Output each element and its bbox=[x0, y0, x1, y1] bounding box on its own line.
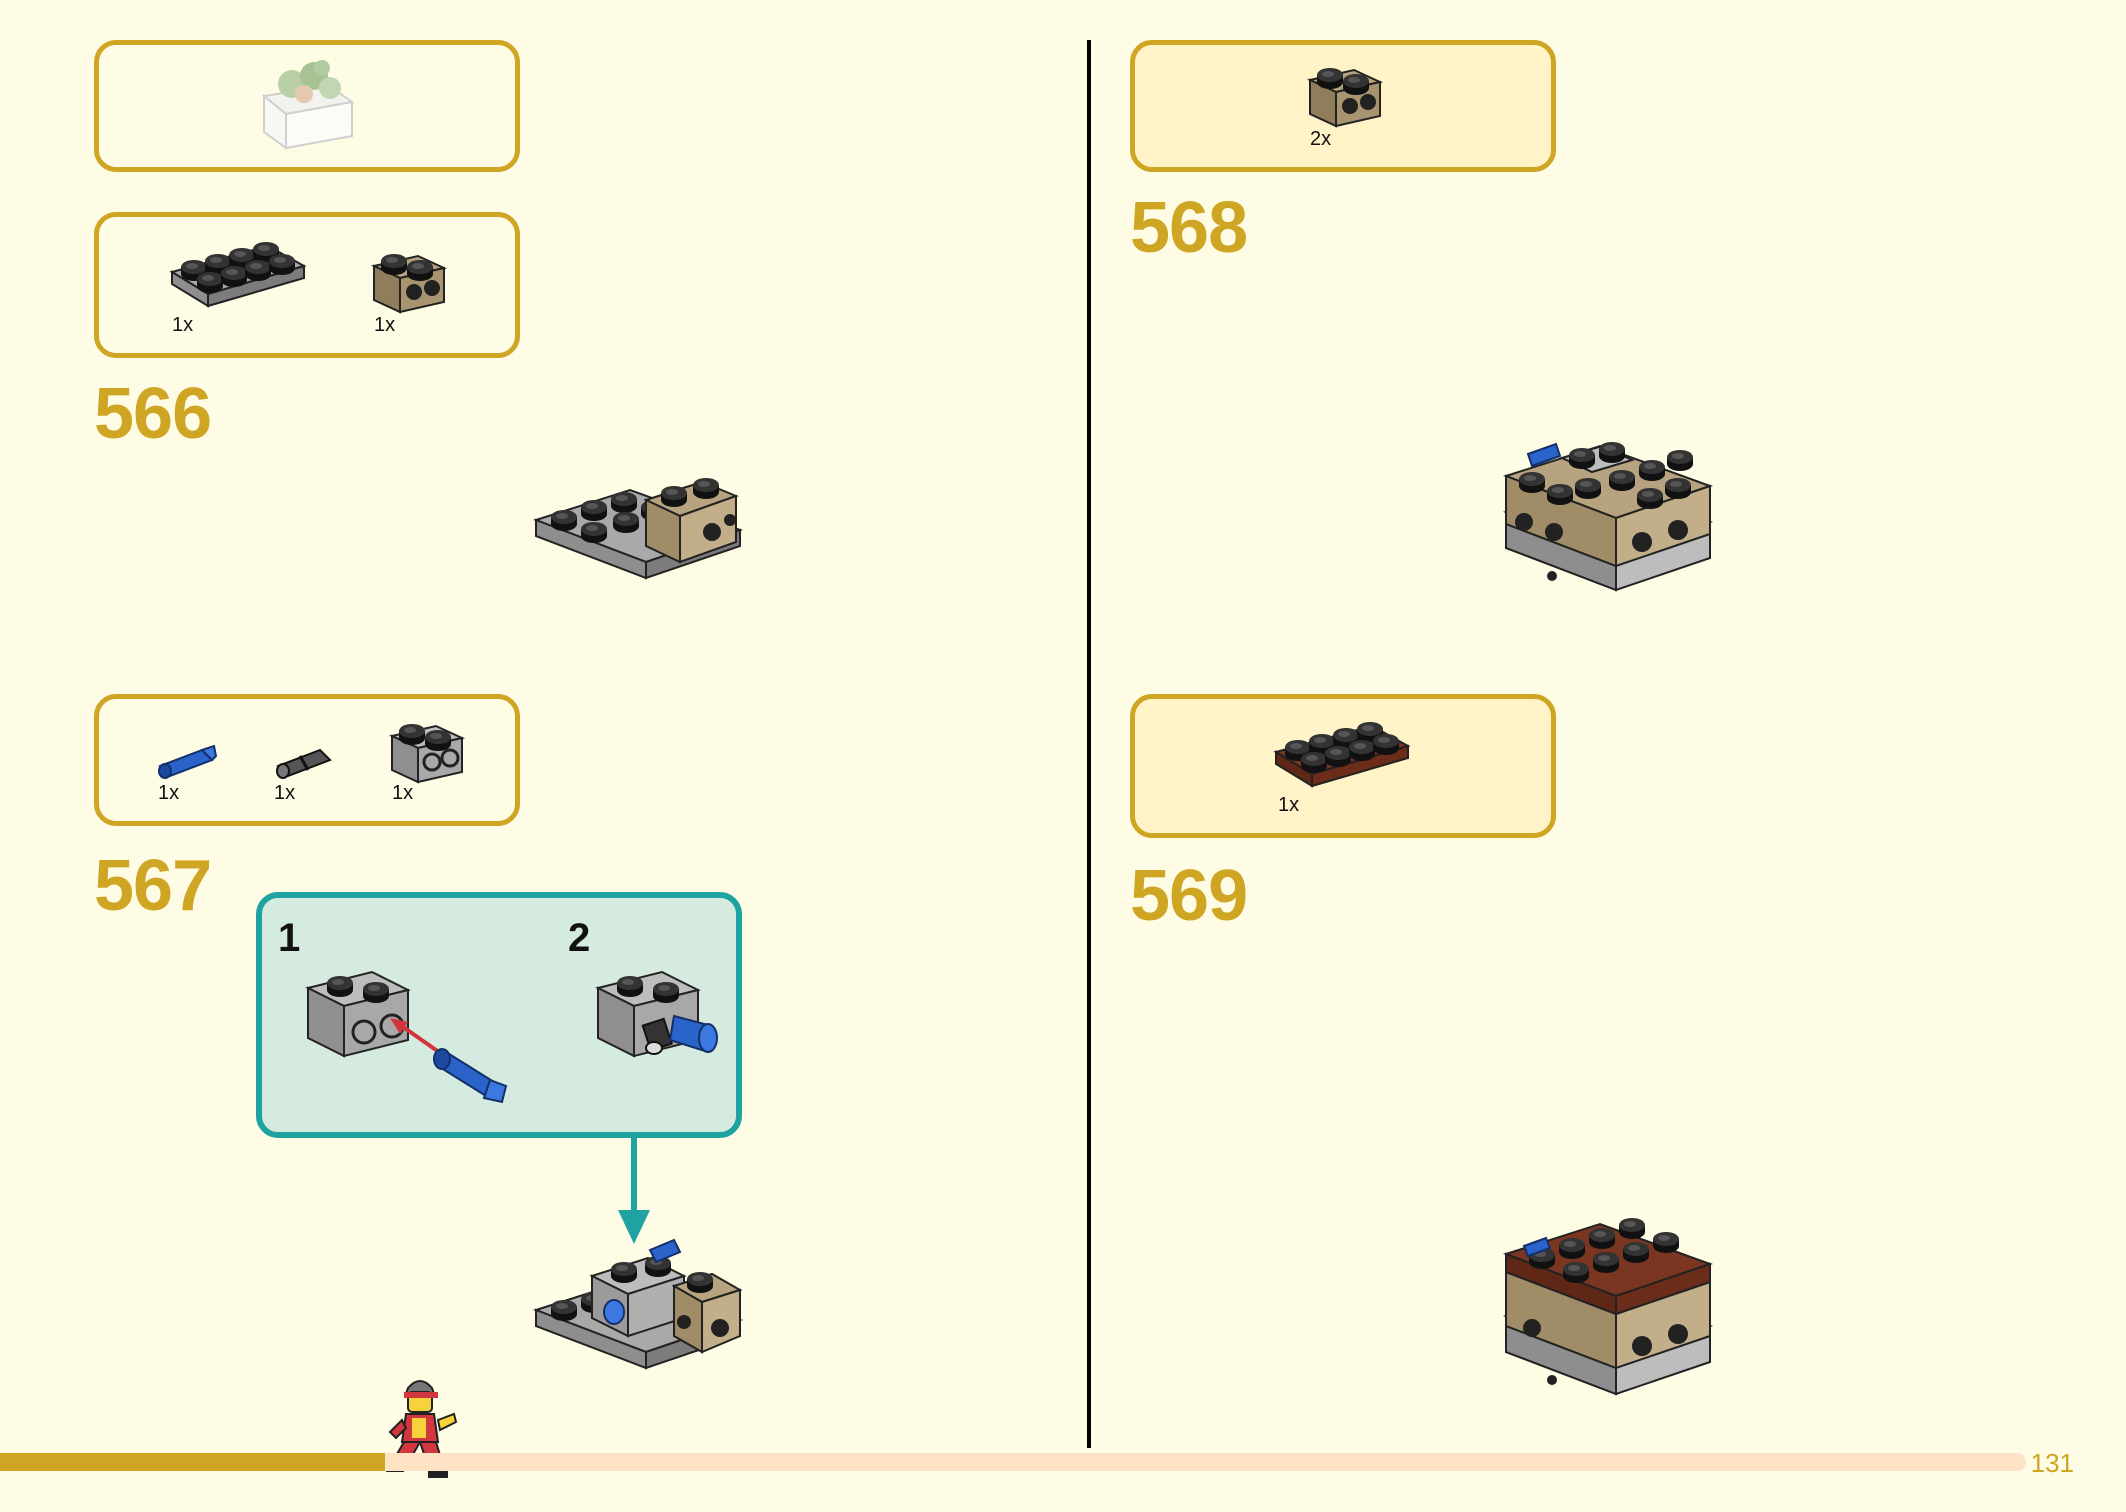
plate-2x4-gray-icon bbox=[169, 242, 307, 308]
page-number: 131 bbox=[2030, 1448, 2074, 1478]
part-qty: 1x bbox=[374, 314, 396, 336]
progress-bar-fill bbox=[0, 1453, 385, 1471]
part-qty: 2x bbox=[1310, 128, 1332, 150]
assembly-568-icon bbox=[1502, 442, 1714, 592]
part-qty: 1x bbox=[274, 782, 296, 804]
planter-model-icon bbox=[261, 60, 355, 150]
part-qty: 1x bbox=[158, 782, 180, 804]
callout-arrow-icon bbox=[618, 1138, 650, 1244]
parts-box-566 bbox=[94, 212, 520, 358]
substep-number: 2 bbox=[568, 916, 591, 960]
parts-box-567 bbox=[94, 694, 520, 826]
substep-2-icon bbox=[595, 970, 718, 1058]
progress-bar-track bbox=[0, 1453, 2026, 1471]
part-qty: 1x bbox=[392, 782, 414, 804]
assembly-569-icon bbox=[1502, 1218, 1714, 1396]
axle-pin-blue-icon bbox=[158, 744, 218, 779]
part-qty: 1x bbox=[1278, 794, 1300, 816]
brick-1x2-tan-icon bbox=[370, 254, 448, 314]
brick-1x2-gray-icon bbox=[388, 724, 466, 784]
page-divider bbox=[1087, 40, 1091, 1448]
substep-number: 1 bbox=[278, 916, 301, 960]
step-number: 568 bbox=[1130, 188, 1248, 268]
step-number: 567 bbox=[94, 846, 212, 926]
step-number: 566 bbox=[94, 374, 212, 454]
substep-1-icon bbox=[305, 970, 508, 1104]
reference-box bbox=[94, 40, 520, 172]
brick-1x2-tan-icon bbox=[1306, 68, 1384, 128]
pin-dark-gray-icon bbox=[276, 748, 332, 779]
assembly-566-icon bbox=[532, 478, 744, 580]
plate-2x4-brown-icon bbox=[1273, 722, 1411, 788]
assembly-567-icon bbox=[532, 1238, 744, 1370]
step-number: 569 bbox=[1130, 856, 1248, 936]
part-qty: 1x bbox=[172, 314, 194, 336]
